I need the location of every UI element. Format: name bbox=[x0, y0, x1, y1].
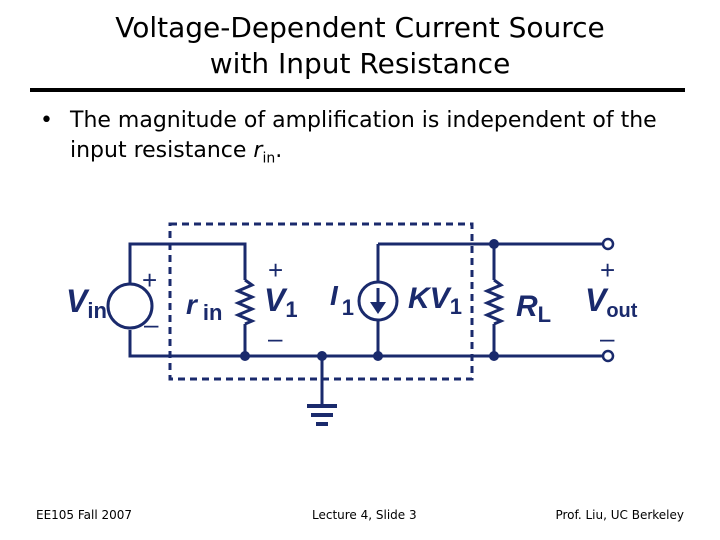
v1-plus-sign: + bbox=[268, 255, 283, 285]
vin-label: Vin bbox=[66, 283, 107, 323]
bullet-text: The magnitude of amplification is indepe… bbox=[70, 106, 700, 173]
footer-slide-number: Lecture 4, Slide 3 bbox=[312, 508, 417, 522]
slide-title: Voltage-Dependent Current Source with In… bbox=[0, 10, 720, 82]
output-terminal-top-icon bbox=[601, 237, 615, 251]
output-terminal-bottom-icon bbox=[601, 349, 615, 363]
junction-dot bbox=[489, 239, 499, 249]
junction-dot bbox=[240, 351, 250, 361]
junction-dot bbox=[489, 351, 499, 361]
junction-dots bbox=[240, 239, 499, 361]
rl-label: RL bbox=[516, 290, 551, 327]
vout-plus-sign: + bbox=[600, 255, 615, 285]
bullet-var-sub: in bbox=[262, 150, 276, 167]
current-arrow-head-icon bbox=[370, 302, 386, 314]
junction-dot bbox=[373, 351, 383, 361]
vin-minus-sign: – bbox=[144, 309, 159, 339]
title-underline bbox=[30, 88, 685, 92]
bullet-var-r: r bbox=[253, 138, 263, 163]
vout-label: Vout bbox=[585, 282, 638, 322]
kv1-label: KV1 bbox=[408, 282, 462, 319]
rin-resistor-icon bbox=[234, 278, 256, 326]
rl-resistor-icon bbox=[483, 278, 505, 326]
junction-dot bbox=[317, 351, 327, 361]
title-line-1: Voltage-Dependent Current Source bbox=[115, 11, 605, 44]
bullet-dot-icon: • bbox=[40, 108, 53, 133]
vin-plus-sign: + bbox=[142, 265, 157, 295]
footer-course: EE105 Fall 2007 bbox=[36, 508, 133, 522]
v1-minus-sign: – bbox=[268, 323, 283, 353]
footer-author: Prof. Liu, UC Berkeley bbox=[555, 508, 684, 522]
bullet-text-suffix: . bbox=[275, 138, 283, 163]
v1-label: V1 bbox=[264, 282, 298, 322]
dashed-enclosure bbox=[168, 222, 474, 381]
title-line-2: with Input Resistance bbox=[209, 47, 511, 80]
bullet-text-prefix: The magnitude of amplification is indepe… bbox=[70, 108, 657, 163]
vout-minus-sign: – bbox=[600, 323, 615, 353]
voltage-source-icon bbox=[106, 282, 154, 330]
ground-icon bbox=[307, 404, 337, 426]
